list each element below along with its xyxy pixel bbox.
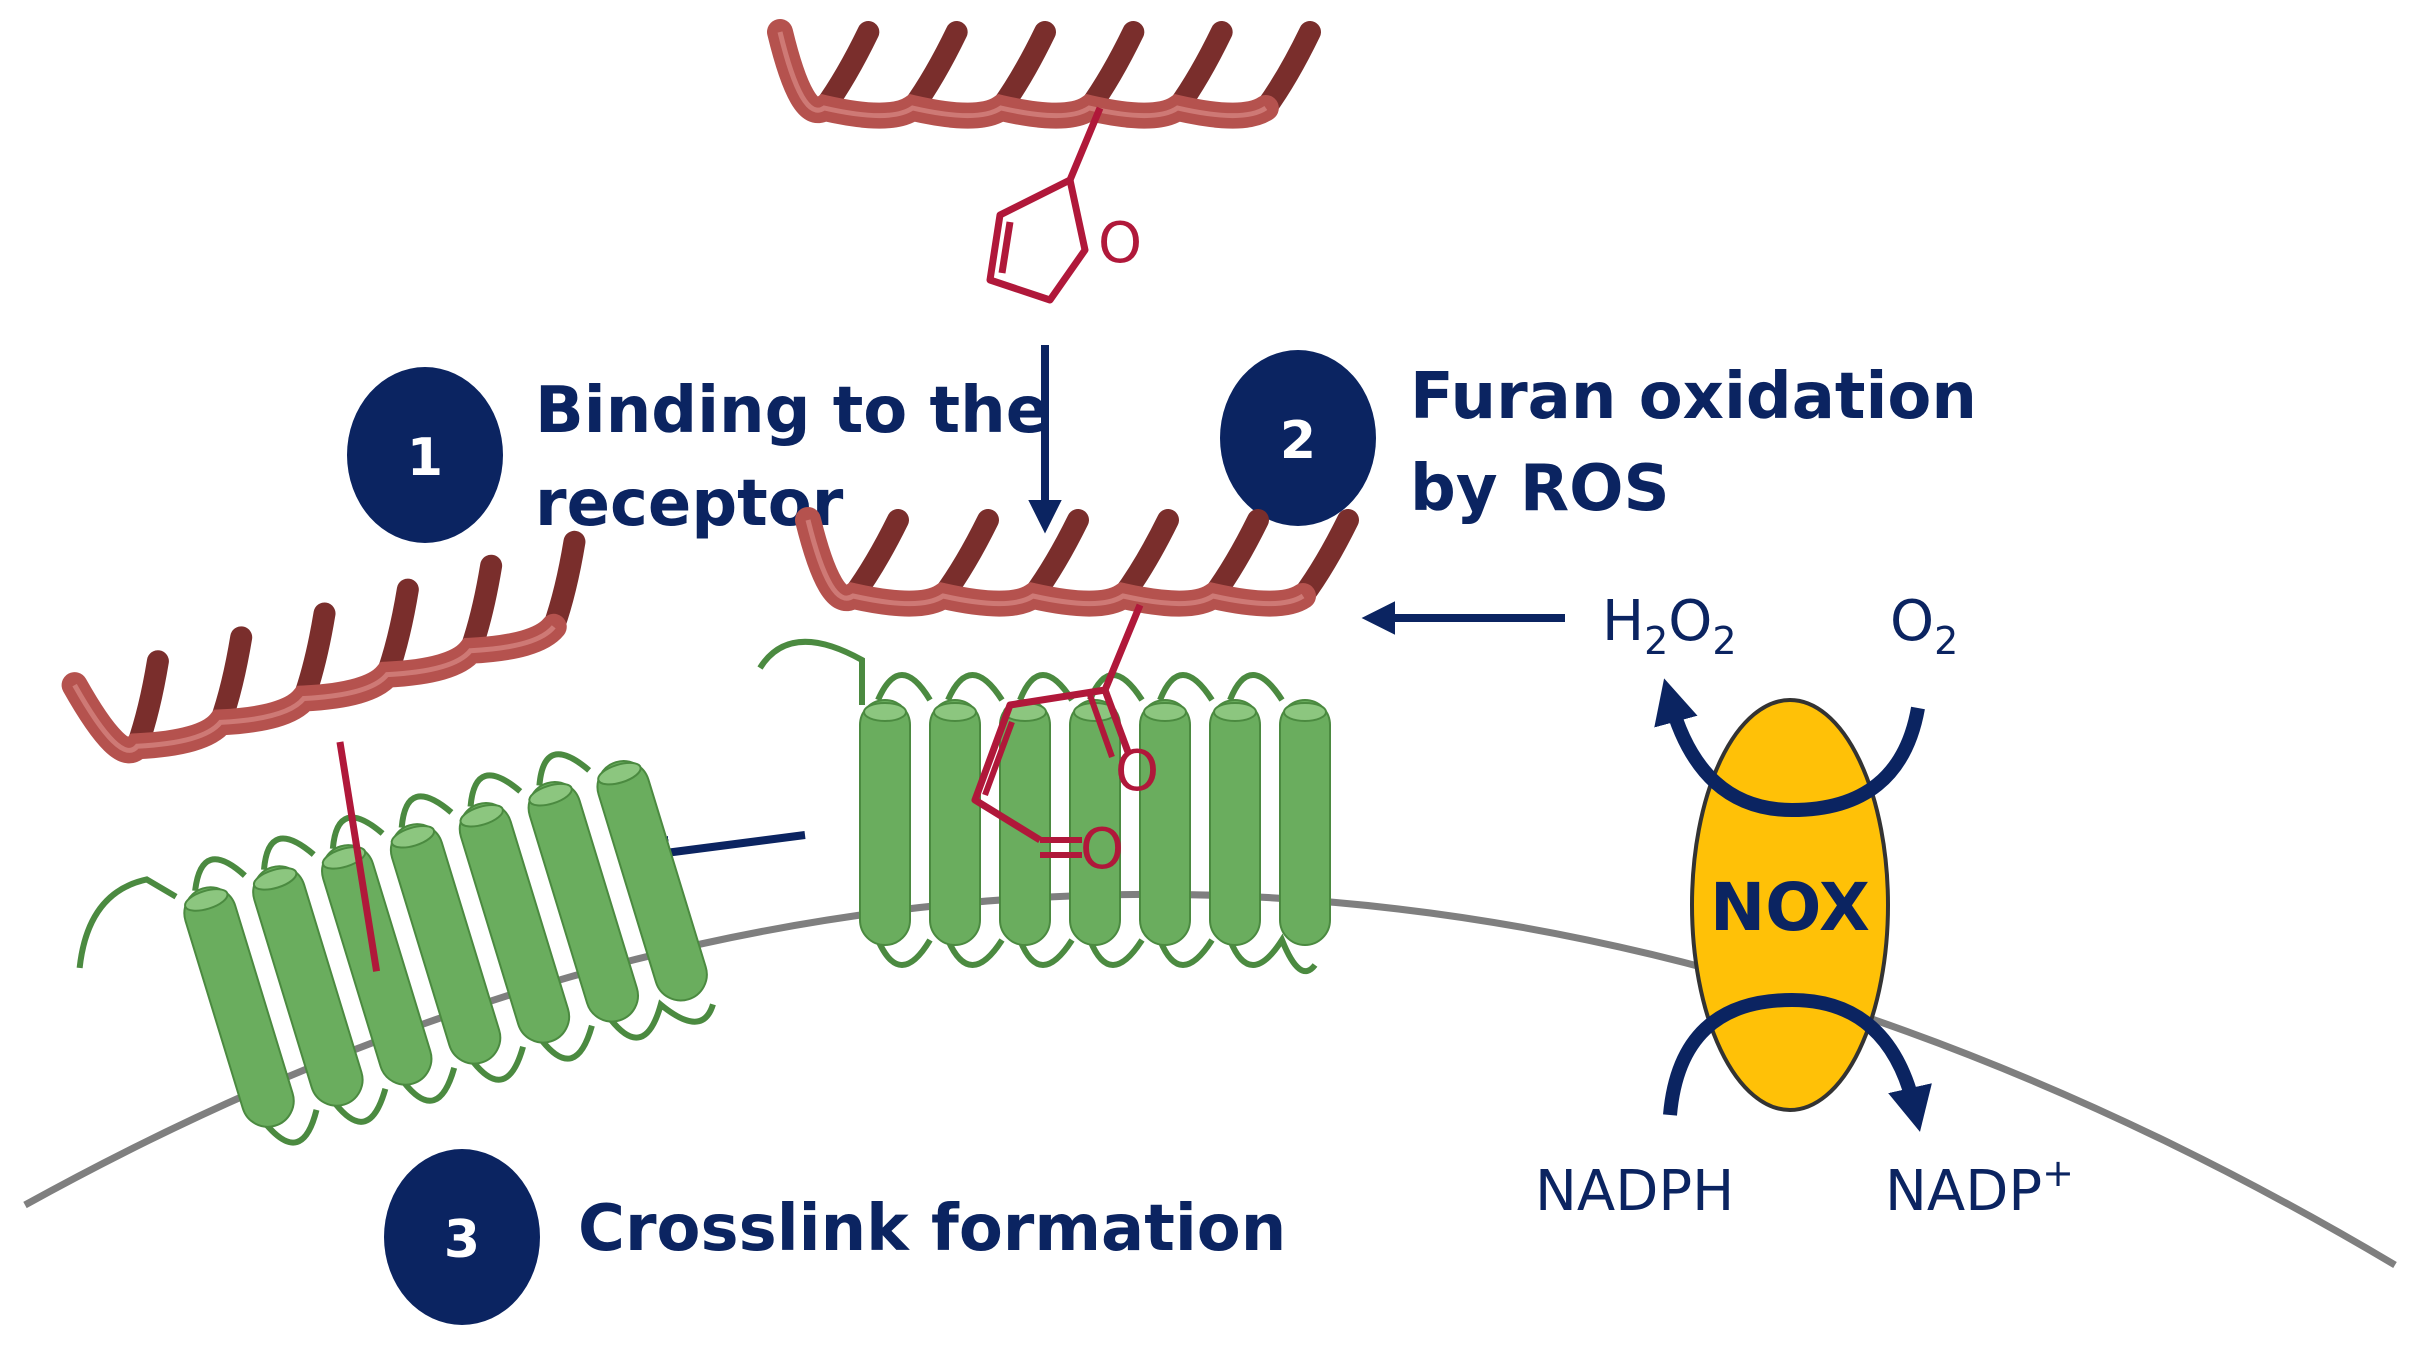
carbonyl-oxygen-2: O: [1080, 817, 1124, 882]
step-1-number: 1: [407, 428, 443, 488]
step-2-badge: [1220, 350, 1376, 526]
left-helix-6: [527, 781, 639, 1023]
left-helix-4: [389, 823, 502, 1065]
furan-ring: O: [986, 176, 1142, 304]
helix-central: [795, 507, 1359, 617]
central-helix-4: [1069, 699, 1121, 946]
oxidized-linker: O O: [971, 603, 1159, 882]
left-helix-1: [183, 886, 295, 1128]
step-1: 1 Binding to the receptor: [347, 367, 1049, 543]
step-2-number: 2: [1280, 411, 1316, 471]
left-helix-5: [458, 802, 571, 1044]
oxygen-reduction-arrow: [1654, 678, 1925, 818]
carbonyl-oxygen-1: O: [1115, 739, 1159, 804]
step-3-number: 3: [444, 1210, 480, 1270]
crosslink-arrow: [636, 831, 806, 870]
helix-left: [61, 530, 586, 764]
covalent-crosslink: [336, 741, 381, 972]
step-2: 2 Furan oxidation by ROS: [1220, 350, 1977, 526]
step-2-label-line2: by ROS: [1410, 452, 1670, 526]
central-helix-2: [929, 699, 981, 946]
nox-enzyme: NOX: [1654, 678, 1932, 1132]
oxygen-label: O2: [1890, 589, 1958, 663]
step-1-label-line2: receptor: [535, 467, 844, 541]
step-2-label-line1: Furan oxidation: [1410, 360, 1977, 434]
helix-top: [767, 19, 1321, 129]
left-loops: [76, 751, 716, 1146]
central-helix-1: [859, 699, 911, 946]
step-1-badge: [347, 367, 503, 543]
nadph-label: NADPH: [1535, 1159, 1734, 1224]
nox-label: NOX: [1710, 869, 1870, 946]
left-helix-7: [596, 760, 708, 1002]
step-3-badge: [384, 1149, 540, 1325]
central-receptor: O O: [757, 507, 1359, 974]
nadp-label: NADP+: [1885, 1151, 2074, 1224]
furan-oxygen: O: [1098, 211, 1142, 276]
left-helix-2: [252, 865, 364, 1107]
free-peptide: O: [767, 19, 1321, 304]
central-helix-5: [1139, 699, 1191, 946]
central-helix-3: [999, 699, 1051, 946]
step-3-label: Crosslink formation: [578, 1192, 1286, 1266]
hydrogen-peroxide-label: H2O2: [1602, 589, 1737, 663]
nadph-oxidation-arrow: [1663, 992, 1932, 1132]
furan-linker: [1066, 106, 1104, 182]
step-3: 3 Crosslink formation: [384, 1149, 1286, 1325]
crosslinked-receptor: [76, 741, 716, 1146]
central-helix-7: [1279, 699, 1331, 946]
central-helix-6: [1209, 699, 1261, 946]
step-1-label-line1: Binding to the: [535, 374, 1049, 448]
